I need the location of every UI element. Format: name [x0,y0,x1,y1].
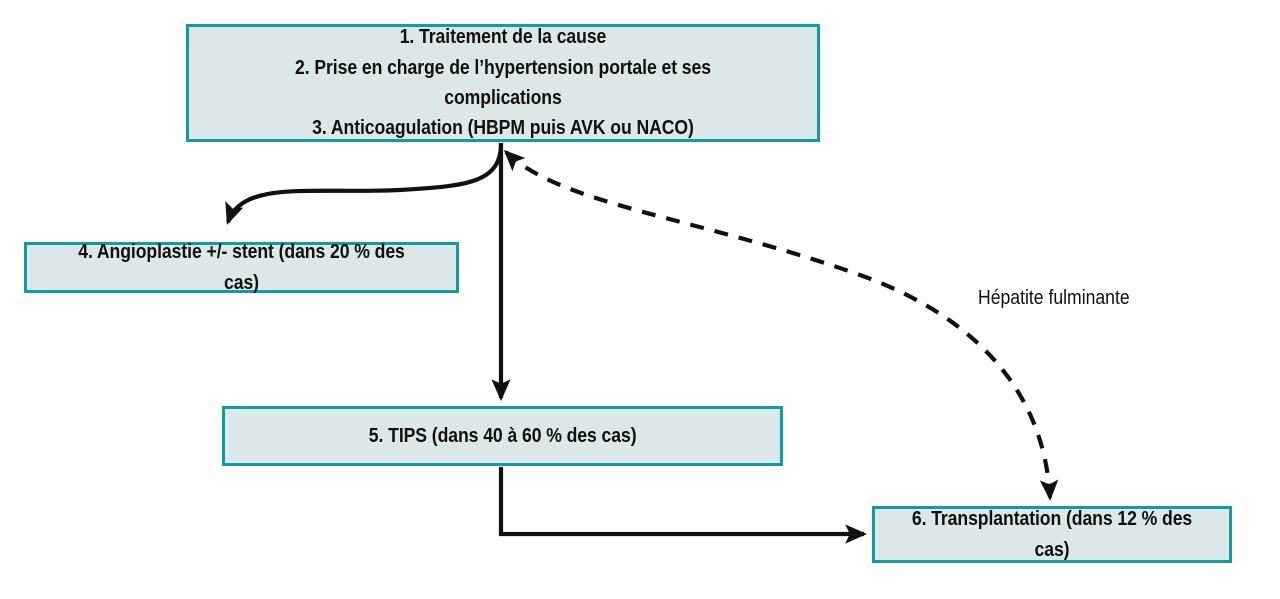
node-treatment: 1. Traitement de la cause 2. Prise en ch… [186,24,820,142]
node-angioplasty: 4. Angioplastie +/- stent (dans 20 % des… [24,240,459,294]
edge-label-fulminant-hepatitis: Hépatite fulminante [978,287,1130,309]
edge-transplant-to-treatment-fulminant [503,149,1059,501]
node-treatment-label: 1. Traitement de la cause 2. Prise en ch… [295,25,711,140]
node-tips-label: 5. TIPS (dans 40 à 60 % des cas) [368,423,637,447]
edge-tips-to-transplant [498,467,868,544]
edge-treatment-to-angioplasty [225,142,504,225]
node-transplant: 6. Transplantation (dans 12 % des cas) [872,506,1232,563]
node-angioplasty-label: 4. Angioplastie +/- stent (dans 20 % des… [78,240,405,294]
node-transplant-label: 6. Transplantation (dans 12 % des cas) [911,507,1193,561]
node-tips: 5. TIPS (dans 40 à 60 % des cas) [222,406,783,466]
